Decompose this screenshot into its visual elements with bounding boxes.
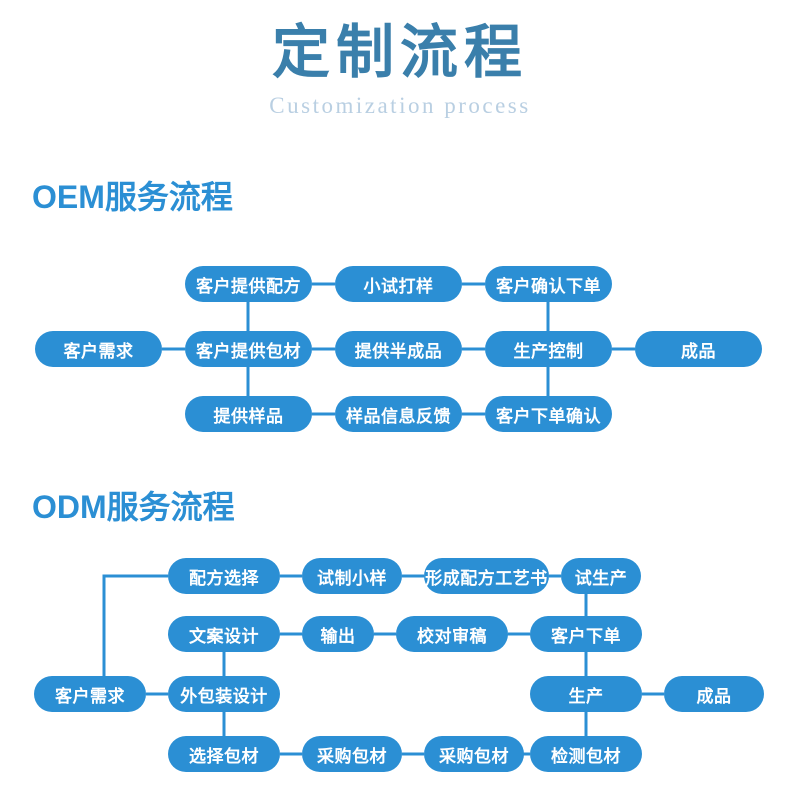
flow-node-odm-r4c4[interactable]: 采购包材 bbox=[424, 736, 524, 772]
flow-node-oem-r1c3[interactable]: 小试打样 bbox=[335, 266, 462, 302]
flow-node-odm-r4c5[interactable]: 检测包材 bbox=[530, 736, 642, 772]
flow-node-odm-r1c5[interactable]: 试生产 bbox=[561, 558, 641, 594]
flow-node-oem-r2c4[interactable]: 生产控制 bbox=[485, 331, 612, 367]
flow-node-oem-r2c2[interactable]: 客户提供包材 bbox=[185, 331, 312, 367]
flow-node-odm-r1c3[interactable]: 试制小样 bbox=[302, 558, 402, 594]
flow-node-odm-r2c2[interactable]: 文案设计 bbox=[168, 616, 280, 652]
flow-node-odm-r3c6[interactable]: 成品 bbox=[664, 676, 764, 712]
flow-node-odm-r2c3[interactable]: 输出 bbox=[302, 616, 374, 652]
page-subtitle: Customization process bbox=[269, 93, 531, 118]
flow-node-odm-r3c2[interactable]: 外包装设计 bbox=[168, 676, 280, 712]
flow-node-odm-r3c1[interactable]: 客户需求 bbox=[34, 676, 146, 712]
flow-node-odm-r2c4[interactable]: 校对审稿 bbox=[396, 616, 508, 652]
section-heading-oem: OEM服务流程 bbox=[32, 179, 233, 215]
flow-node-oem-r3c3[interactable]: 样品信息反馈 bbox=[335, 396, 462, 432]
flow-node-oem-r3c2[interactable]: 提供样品 bbox=[185, 396, 312, 432]
odm-flowchart: 配方选择试制小样形成配方工艺书试生产文案设计输出校对审稿客户下单客户需求外包装设… bbox=[0, 548, 800, 788]
flow-node-oem-r2c3[interactable]: 提供半成品 bbox=[335, 331, 462, 367]
flow-node-oem-r1c2[interactable]: 客户提供配方 bbox=[185, 266, 312, 302]
flow-node-oem-r3c4[interactable]: 客户下单确认 bbox=[485, 396, 612, 432]
flow-node-odm-r1c4[interactable]: 形成配方工艺书 bbox=[424, 558, 549, 594]
page-title: 定制流程 bbox=[271, 20, 528, 85]
flow-node-odm-r3c5[interactable]: 生产 bbox=[530, 676, 642, 712]
oem-flowchart: 客户提供配方小试打样客户确认下单客户需求客户提供包材提供半成品生产控制成品提供样… bbox=[0, 250, 800, 460]
flow-node-odm-r4c3[interactable]: 采购包材 bbox=[302, 736, 402, 772]
flow-node-oem-r2c1[interactable]: 客户需求 bbox=[35, 331, 162, 367]
flow-node-odm-r2c5[interactable]: 客户下单 bbox=[530, 616, 642, 652]
flow-node-odm-r1c2[interactable]: 配方选择 bbox=[168, 558, 280, 594]
flow-node-oem-r2c5[interactable]: 成品 bbox=[635, 331, 762, 367]
flow-node-odm-r4c2[interactable]: 选择包材 bbox=[168, 736, 280, 772]
flow-node-oem-r1c4[interactable]: 客户确认下单 bbox=[485, 266, 612, 302]
section-heading-odm: ODM服务流程 bbox=[32, 489, 235, 525]
